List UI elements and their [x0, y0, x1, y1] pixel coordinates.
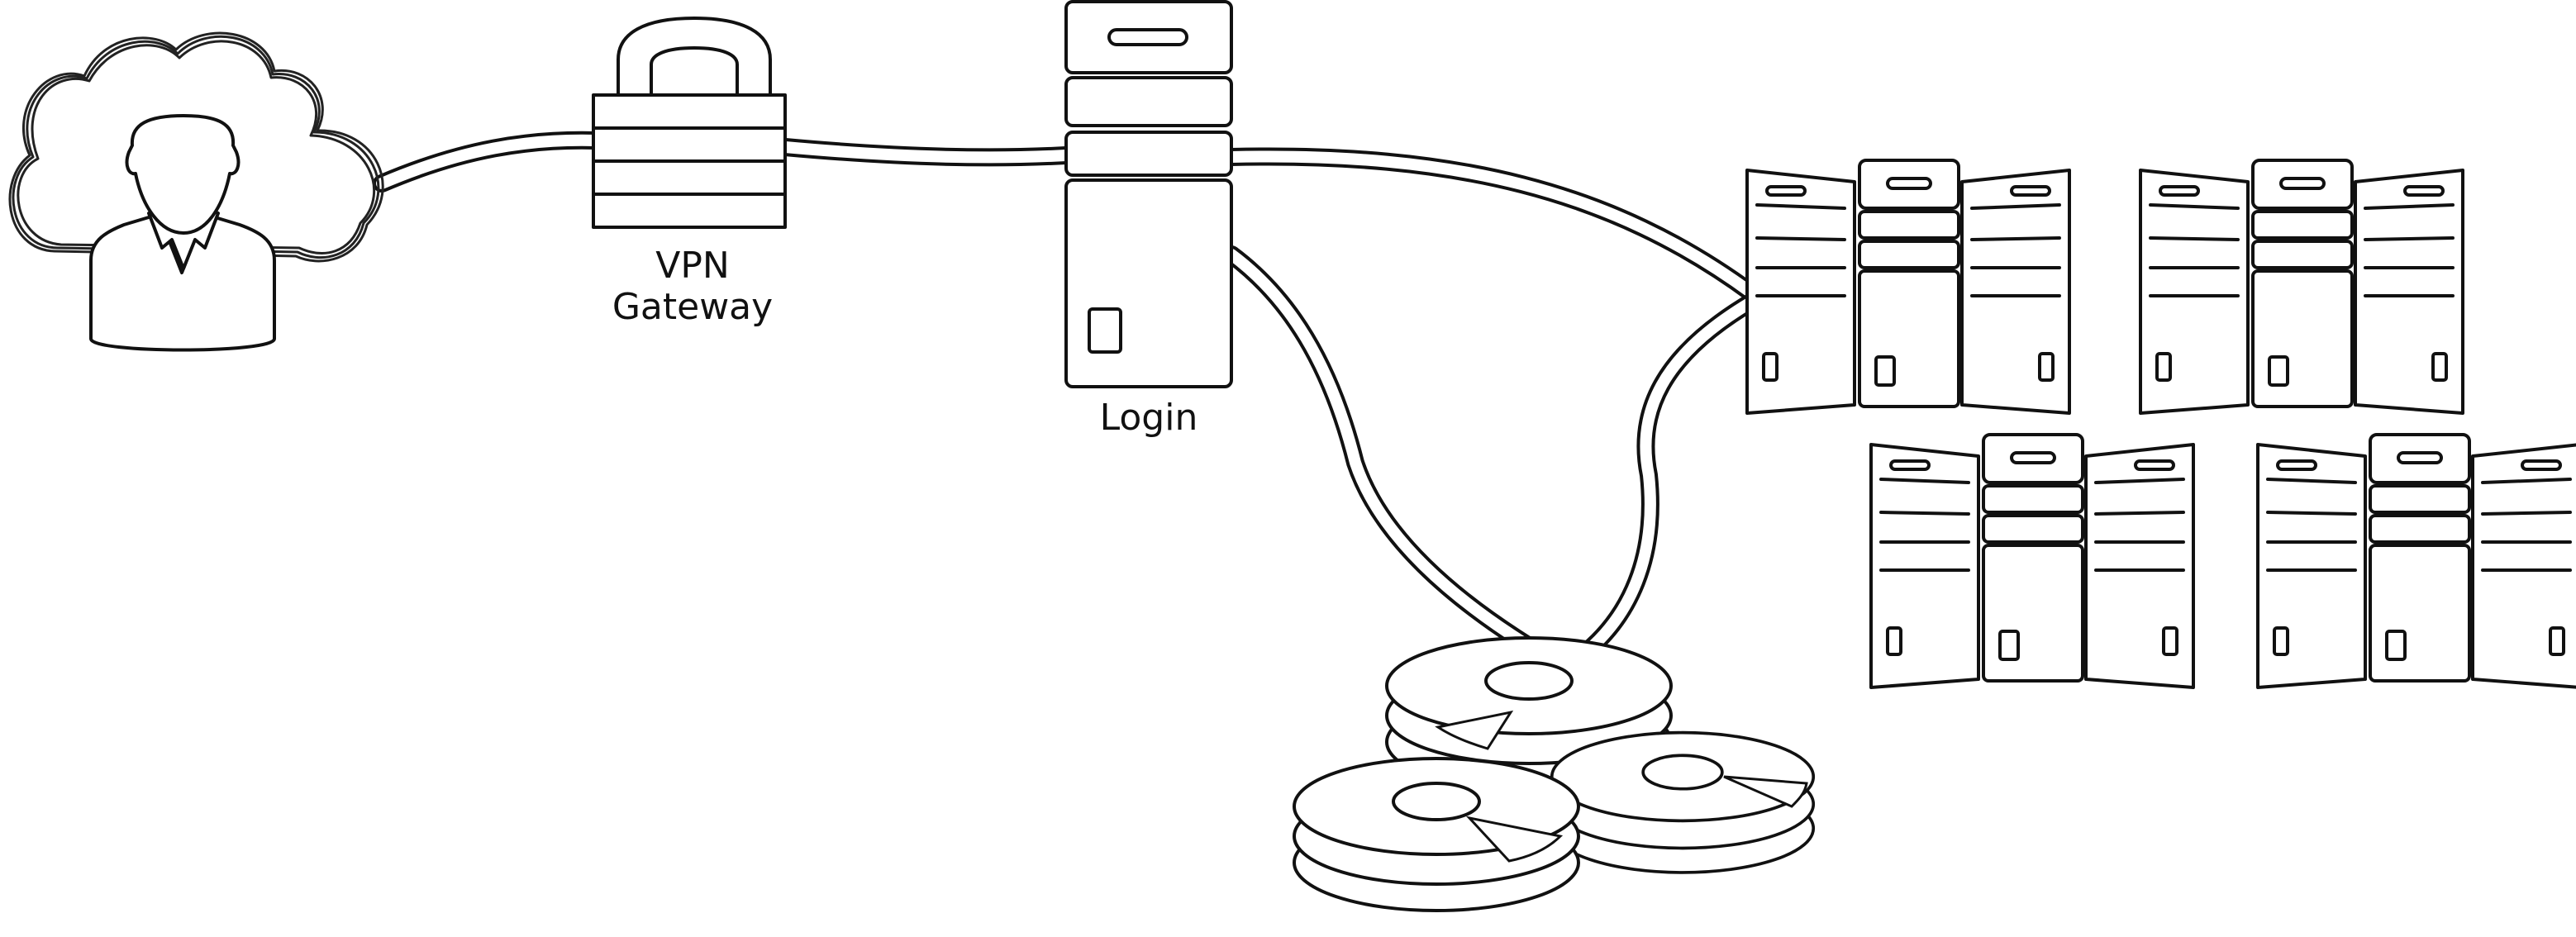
- user-in-cloud-icon: [8, 31, 384, 352]
- server-group-bottom-left: [1871, 435, 2193, 687]
- server-group-top-right: [2140, 160, 2463, 413]
- server-group-top-left: [1747, 160, 2069, 413]
- server-cluster-icon: [1747, 160, 2576, 687]
- server-group-bottom-right: [2258, 435, 2576, 687]
- cloud-icon: [8, 31, 384, 263]
- disk-stack-right: [1550, 730, 1816, 874]
- padlock-gateway-icon: [592, 17, 787, 229]
- disk-stack-front: [1293, 757, 1580, 912]
- login-node: Login: [1064, 0, 1233, 439]
- disk-stack-back: [1385, 636, 1673, 792]
- vpn-gateway-label-line1: VPN: [655, 245, 730, 287]
- user-icon: [89, 114, 276, 352]
- login-label: Login: [1100, 397, 1198, 439]
- vpn-gateway-label-line2: Gateway: [612, 286, 773, 328]
- disk-stack-icon: [1293, 636, 1816, 912]
- network-cables: [373, 131, 1761, 670]
- vpn-gateway: VPN Gateway: [592, 17, 787, 328]
- login-server-tower-icon: [1064, 0, 1233, 388]
